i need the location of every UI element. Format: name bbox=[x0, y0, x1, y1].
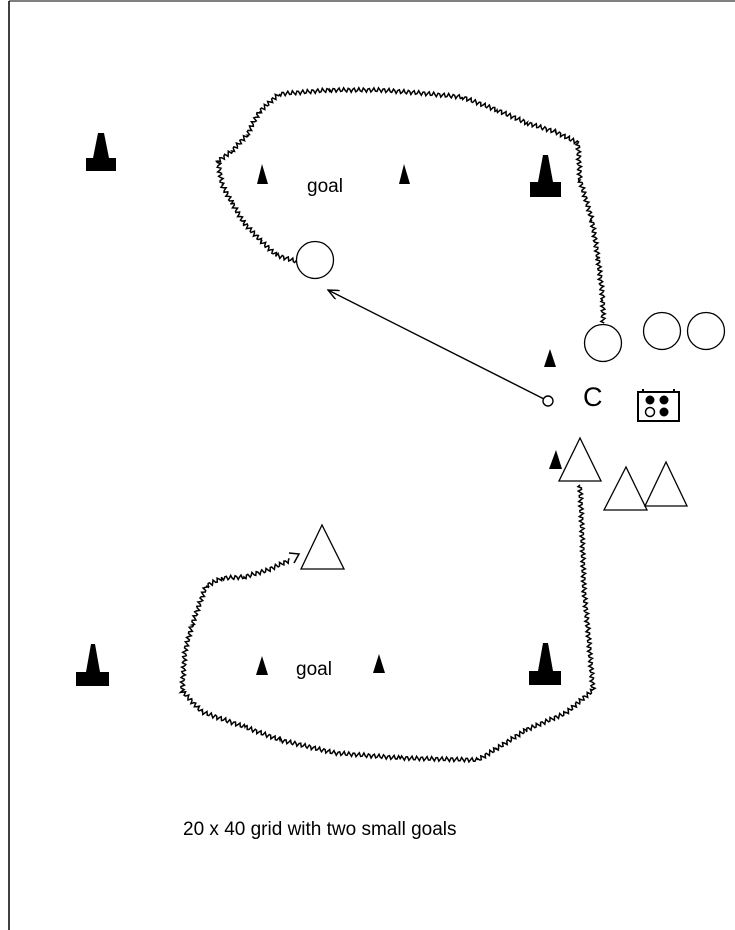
player-circle-icon bbox=[686, 311, 726, 351]
cone-icon bbox=[529, 643, 561, 685]
player-triangle-icon bbox=[643, 460, 689, 507]
dribble-arrowhead-icon bbox=[288, 552, 301, 564]
player-circle-icon bbox=[642, 311, 682, 351]
diagram-caption: 20 x 40 grid with two small goals bbox=[183, 819, 457, 840]
player-circle-icon bbox=[295, 240, 335, 280]
goal-post-cone-icon bbox=[256, 656, 268, 675]
ball-box-icon bbox=[637, 389, 680, 422]
dribble-path-top bbox=[215, 86, 607, 324]
goal-post-cone-icon bbox=[373, 654, 385, 673]
ball-start-icon bbox=[542, 395, 554, 407]
cone-icon bbox=[86, 133, 116, 171]
pass-arrow bbox=[328, 290, 545, 400]
dribble-path-bottom bbox=[178, 484, 597, 764]
marker-cone-icon bbox=[549, 450, 562, 469]
player-triangle-icon bbox=[557, 436, 603, 482]
player-triangle-icon bbox=[299, 523, 346, 570]
player-triangle-icon bbox=[602, 465, 649, 511]
cone-icon bbox=[76, 644, 109, 686]
goal-post-cone-icon bbox=[399, 164, 410, 184]
goal-label-bottom: goal bbox=[296, 659, 332, 680]
marker-cone-icon bbox=[544, 349, 556, 367]
coach-label: C bbox=[583, 382, 603, 412]
goal-label-top: goal bbox=[307, 176, 343, 197]
player-circle-icon bbox=[583, 323, 623, 363]
cone-icon bbox=[530, 155, 561, 197]
goal-post-cone-icon bbox=[257, 164, 268, 184]
